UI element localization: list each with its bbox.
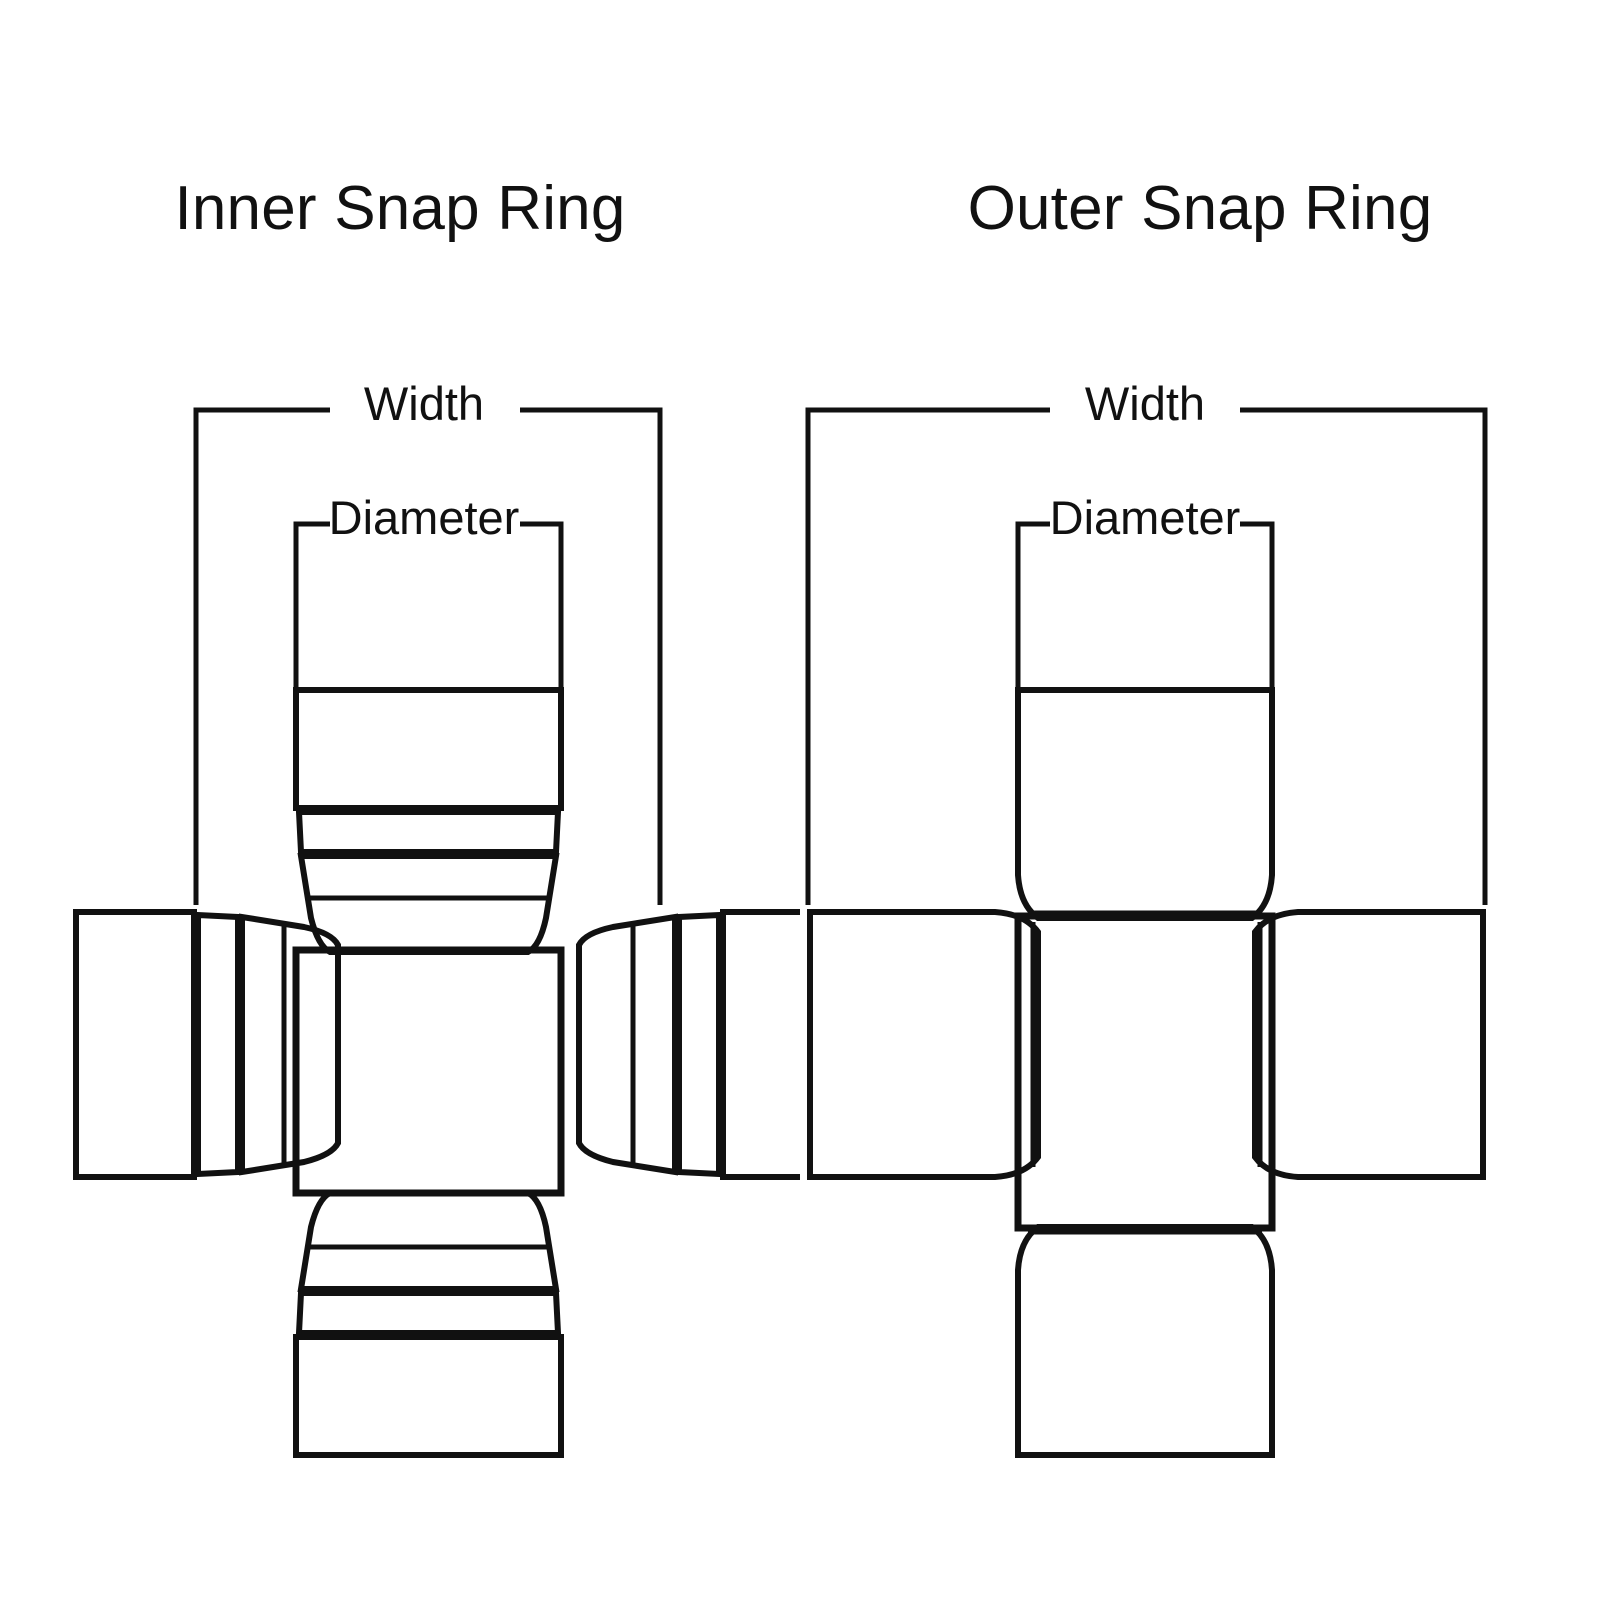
cross-body-inner	[292, 946, 565, 1197]
bottom-bearing-cap-outer	[1015, 1224, 1275, 1458]
top-bearing-cap-outer	[1015, 687, 1275, 921]
diameter-dimension-bracket-inner	[293, 521, 564, 690]
left-bearing-cap-inner	[73, 909, 341, 1180]
width-label-outer: Width	[1084, 377, 1206, 430]
top-bearing-cap-inner	[293, 687, 564, 955]
outer-snap-ring-drawing	[805, 407, 1488, 1458]
panel-title-inner: Inner Snap Ring	[174, 174, 626, 243]
cross-body-outer	[1014, 912, 1276, 1232]
bottom-bearing-cap-inner	[293, 1190, 564, 1458]
width-dimension-bracket-outer	[805, 407, 1488, 905]
diameter-dimension-bracket-outer	[1015, 521, 1275, 690]
right-bearing-cap-outer	[1252, 909, 1486, 1180]
right-bearing-cap-inner	[576, 909, 800, 1180]
panel-outer-snap-ring: Outer Snap Ring	[800, 0, 1600, 1600]
width-dimension-bracket-inner	[193, 407, 663, 905]
left-bearing-cap-outer	[807, 909, 1041, 1180]
panel-title-outer: Outer Snap Ring	[967, 174, 1433, 243]
panel-inner-snap-ring: Inner Snap Ring	[73, 174, 800, 1458]
diameter-label-outer: Diameter	[1049, 491, 1241, 544]
inner-snap-ring-drawing	[73, 407, 800, 1458]
width-label-inner: Width	[363, 377, 485, 430]
diameter-label-inner: Diameter	[328, 491, 520, 544]
